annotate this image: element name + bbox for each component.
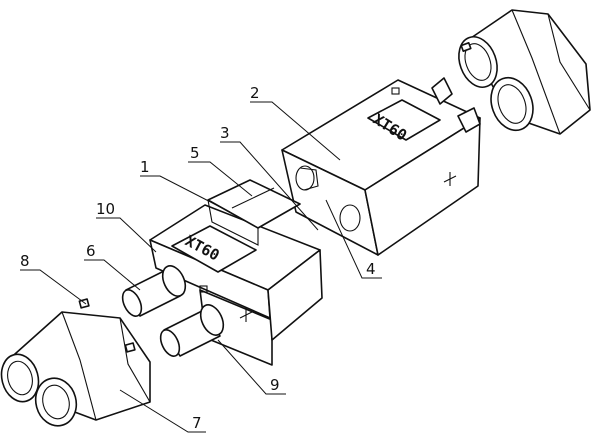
bottom-left-boot — [0, 298, 151, 427]
callout-7: 7 — [192, 414, 202, 432]
contact-tube — [121, 265, 187, 317]
callout-5: 5 — [190, 144, 200, 162]
callout-1: 1 — [140, 158, 150, 176]
callout-4: 4 — [366, 260, 376, 278]
callout-8: 8 — [20, 252, 30, 270]
contact-tube-lower — [159, 304, 225, 357]
callout-3: 3 — [220, 124, 230, 142]
callout-labels: 1 2 3 4 5 6 7 8 9 10 — [20, 84, 376, 432]
callout-6: 6 — [86, 242, 96, 260]
callout-9: 9 — [270, 376, 280, 394]
callout-2: 2 — [250, 84, 260, 102]
female-housing: XT60 — [281, 77, 481, 256]
top-right-boot — [458, 9, 591, 135]
callout-10: 10 — [96, 200, 115, 218]
leader-lines — [20, 101, 382, 433]
male-housing: XT60 — [149, 179, 323, 366]
